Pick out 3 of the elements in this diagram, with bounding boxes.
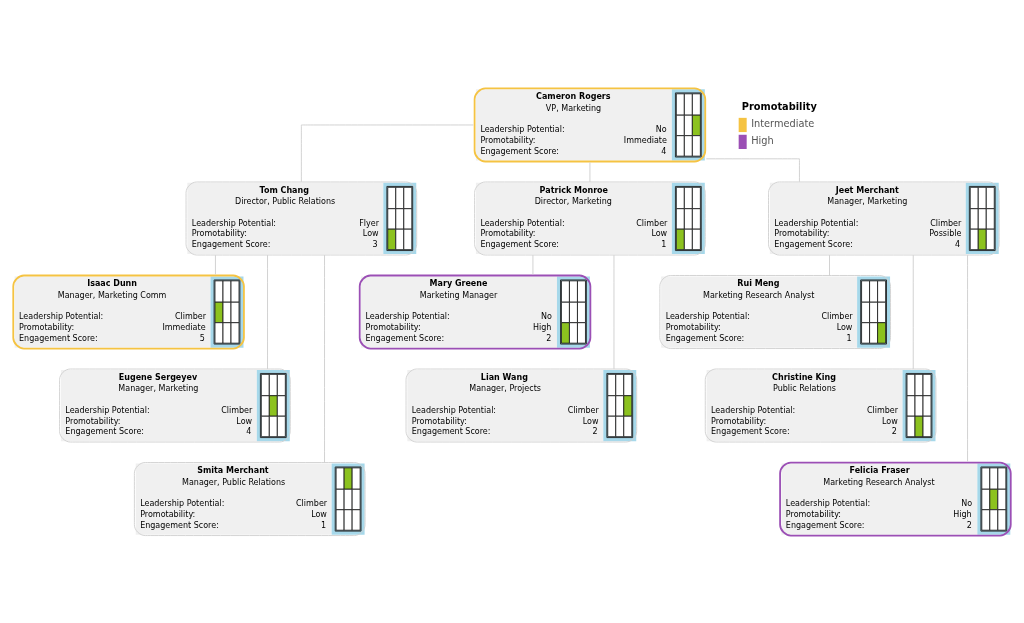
label: Promotability <box>741 100 817 112</box>
legend-label: High <box>751 134 774 146</box>
legend-label: Intermediate <box>751 117 815 129</box>
